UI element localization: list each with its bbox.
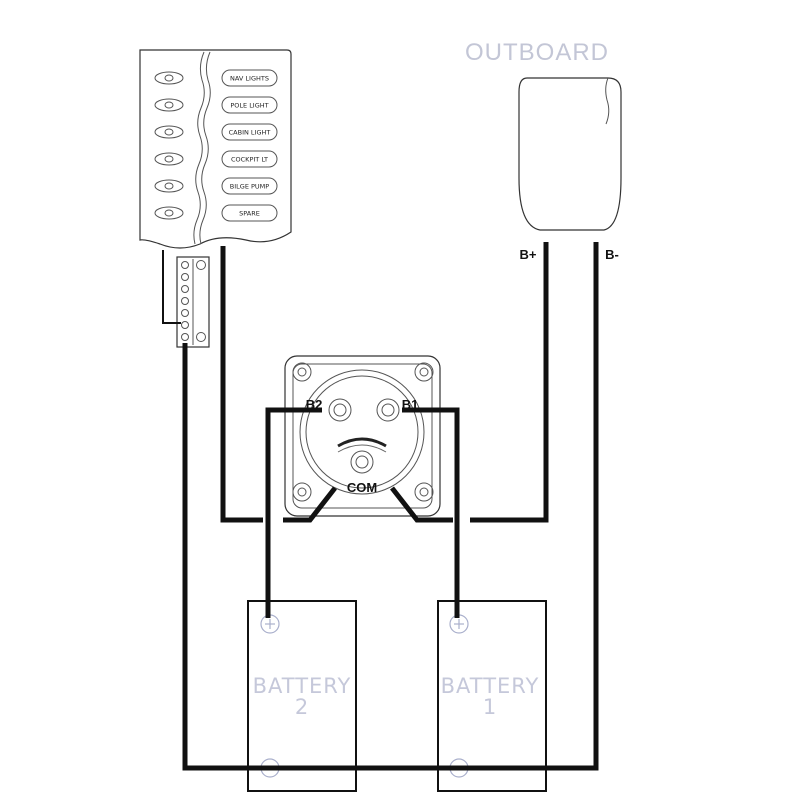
- battery-2-label: BATTERY: [253, 674, 352, 698]
- battery-2-number: 2: [295, 695, 309, 719]
- toggle-switch-icon[interactable]: [154, 206, 184, 220]
- wiring: [182, 242, 599, 771]
- switch-row-1: NAV LIGHTS: [154, 69, 278, 87]
- toggle-knob-icon: [164, 74, 174, 82]
- b1-wire: [402, 407, 460, 618]
- switch-label-bilge-pump: BILGE PUMP: [230, 183, 269, 191]
- outboard-positive-label: B+: [520, 247, 537, 262]
- switch-row-2: POLE LIGHT: [154, 96, 278, 114]
- switch-label-spare: SPARE: [239, 210, 260, 218]
- toggle-switch-icon[interactable]: [154, 98, 184, 112]
- switch-row-5: BILGE PUMP: [154, 177, 278, 195]
- common-left-wire: [283, 486, 337, 523]
- battery-1-number: 1: [483, 695, 497, 719]
- battery-selector-switch: B2 B1 COM: [284, 355, 441, 517]
- switch-label-nav-lights: NAV LIGHTS: [230, 75, 269, 83]
- toggle-knob-icon: [164, 101, 174, 109]
- outboard-positive-wire: [470, 242, 549, 523]
- switch-label-pole-light: POLE LIGHT: [230, 102, 268, 110]
- toggle-knob-icon: [164, 182, 174, 190]
- switch-label-cockpit-lt: COCKPIT LT: [231, 156, 268, 164]
- negative-bus-bar: [176, 256, 210, 348]
- outboard-negative-label: B-: [605, 247, 619, 262]
- toggle-knob-icon: [164, 128, 174, 136]
- toggle-switch-icon[interactable]: [154, 152, 184, 166]
- switch-row-4: COCKPIT LT: [154, 150, 278, 168]
- switch-row-3: CABIN LIGHT: [154, 123, 278, 141]
- toggle-switch-icon[interactable]: [154, 71, 184, 85]
- switch-row-6: SPARE: [154, 204, 278, 222]
- b2-wire: [265, 407, 322, 618]
- battery-2: BATTERY 2: [247, 600, 357, 792]
- battery-1: BATTERY 1: [437, 600, 547, 792]
- toggle-switch-icon[interactable]: [154, 179, 184, 193]
- outboard-title: OUTBOARD: [465, 39, 609, 66]
- switch-label-cabin-light: CABIN LIGHT: [229, 129, 271, 137]
- toggle-switch-icon[interactable]: [154, 125, 184, 139]
- battery-1-label: BATTERY: [441, 674, 540, 698]
- panel-feed-wire: [220, 246, 263, 523]
- toggle-knob-icon: [164, 155, 174, 163]
- common-right-wire: [390, 486, 453, 523]
- toggle-knob-icon: [164, 209, 174, 217]
- negative-return-wire: [182, 242, 599, 771]
- outboard-motor: OUTBOARD B+ B-: [465, 39, 622, 262]
- switch-common-label: COM: [347, 480, 377, 495]
- switch-panel: NAV LIGHTS POLE LIGHT CABIN LIGHT COCKPI…: [139, 49, 292, 249]
